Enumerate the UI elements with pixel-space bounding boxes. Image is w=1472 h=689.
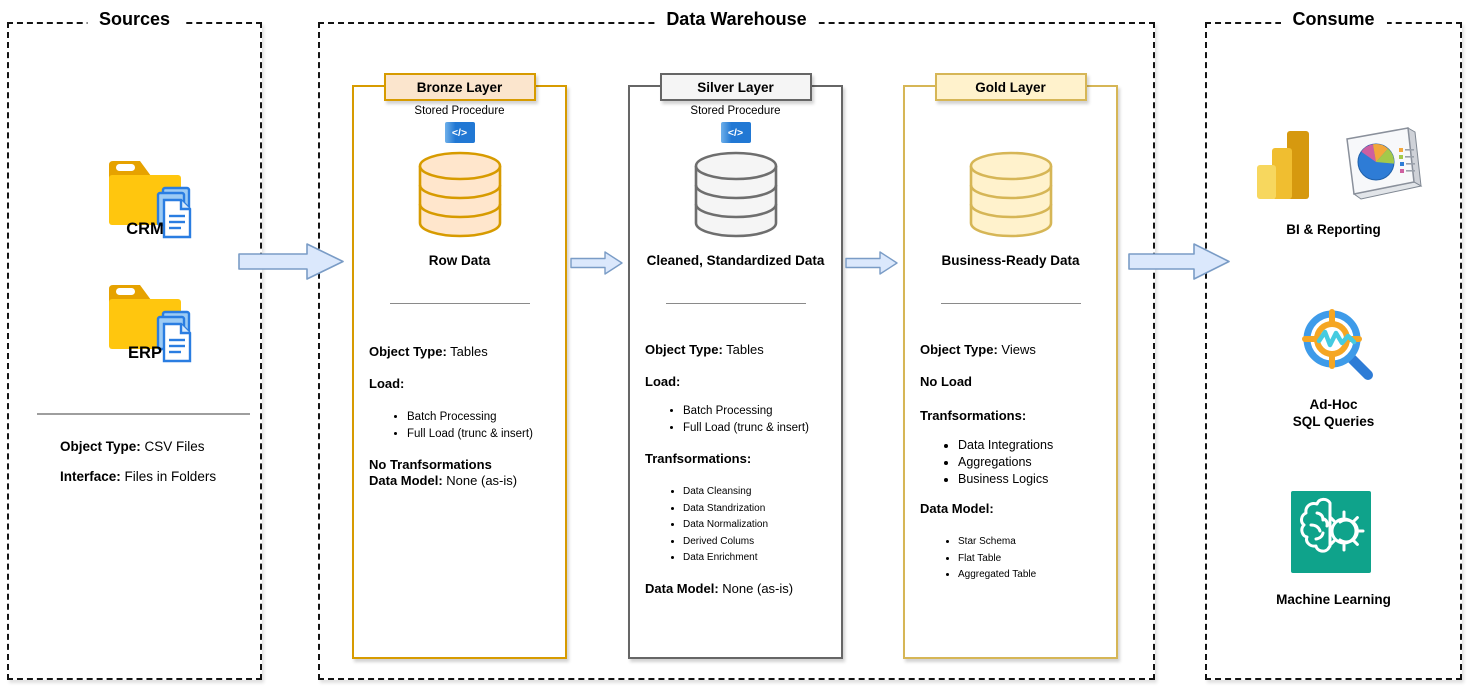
adhoc-label: Ad-Hoc SQL Queries [1207,396,1460,430]
data-model-label: Data Model: [369,473,443,488]
object-type-value: Tables [450,344,488,359]
object-type-label: Object Type: [645,342,723,357]
silver-transformations-label: Tranfsormations: [645,451,752,466]
object-type-label: Object Type: [920,342,998,357]
crm-label: CRM [126,220,164,238]
sources-container: Sources [7,9,262,680]
bronze-load-list: Batch Processing Full Load (trunc & inse… [369,409,557,443]
list-item: Data Standrization [683,501,833,518]
list-item: Flat Table [958,551,1108,568]
silver-load-label: Load: [645,374,681,389]
gold-transformations-list: Data Integrations Aggregations Business … [920,437,1108,488]
database-icon [969,151,1053,239]
machine-learning-label: Machine Learning [1276,592,1391,607]
gold-no-load-label: No Load [920,374,972,389]
search-analytics-icon [1298,307,1376,385]
stored-procedure-label: Stored Procedure [414,105,505,117]
sources-object-type-row: Object Type: CSV Files [60,439,205,454]
crm-source-node: CRM [103,150,203,246]
gold-data-label: Business-Ready Data [941,253,1080,268]
code-icon: </> [720,122,751,143]
object-type-label: Object Type: [60,439,141,454]
data-model-label: Data Model: [645,581,719,596]
erp-source-node: ERP [103,274,203,370]
power-bi-icon [1257,131,1311,201]
silver-data-label: Cleaned, Standardized Data [646,253,825,268]
silver-data-model-row: Data Model: None (as-is) [645,581,833,597]
interface-value: Files in Folders [124,469,217,484]
bronze-layer-header: Bronze Layer [383,73,536,101]
sources-title: Sources [86,9,183,30]
gold-data-model-list: Star Schema Flat Table Aggregated Table [920,534,1108,584]
data-model-value: None (as-is) [446,473,518,488]
consume-container: Consume [1205,9,1462,680]
sources-divider [37,413,250,415]
gold-object-type-row: Object Type: Views [920,342,1108,358]
object-type-value: CSV Files [144,439,205,454]
gold-transformations-label: Tranfsormations: [920,408,1027,423]
adhoc-label-line2: SQL Queries [1292,414,1375,429]
folder-documents-icon [103,274,203,370]
data-warehouse-title: Data Warehouse [654,9,819,30]
block-arrow-right-icon [845,250,899,276]
list-item: Data Cleansing [683,484,833,501]
object-type-value: Tables [726,342,764,357]
database-icon [418,151,502,239]
sources-interface-row: Interface: Files in Folders [60,469,216,484]
list-item: Derived Colums [683,534,833,551]
bronze-layer-box: Bronze Layer Stored Procedure </> Row Da… [352,73,567,659]
bi-reporting-label: BI & Reporting [1286,222,1381,237]
no-transformations-label: No Tranfsormations [369,457,492,472]
brain-gear-icon [1291,491,1371,573]
gold-layer-box: Gold Layer Business-Ready Data Object Ty… [903,73,1118,659]
list-item: Aggregated Table [958,567,1108,584]
gold-data-model-label: Data Model: [920,501,994,516]
block-arrow-right-icon [1128,241,1232,282]
list-item: Batch Processing [683,403,833,420]
list-item: Business Logics [958,471,1108,488]
silver-object-type-row: Object Type: Tables [645,342,833,358]
consume-title: Consume [1280,9,1387,30]
data-model-value: None (as-is) [722,581,794,596]
list-item: Batch Processing [407,409,557,426]
list-item: Aggregations [958,454,1108,471]
silver-layer-box: Silver Layer Stored Procedure </> Cleane… [628,73,843,659]
block-arrow-right-icon [570,250,624,276]
bronze-load-label: Load: [369,376,405,391]
stored-procedure-label: Stored Procedure [690,105,781,117]
block-arrow-right-icon [238,241,346,282]
list-item: Data Enrichment [683,550,833,567]
data-warehouse-container: Data Warehouse [318,9,1155,680]
silver-divider [665,303,806,304]
silver-load-list: Batch Processing Full Load (trunc & inse… [645,403,833,437]
database-icon [694,151,778,239]
interface-label: Interface: [60,469,121,484]
list-item: Data Normalization [683,517,833,534]
object-type-label: Object Type: [369,344,447,359]
bronze-data-model-row: Data Model: None (as-is) [369,473,557,489]
bronze-summary-rows: No Tranfsormations Data Model: None (as-… [369,457,557,489]
bronze-object-type-row: Object Type: Tables [369,344,557,360]
erp-label: ERP [128,344,162,362]
object-type-value: Views [1001,342,1036,357]
list-item: Data Integrations [958,437,1108,454]
bronze-divider [389,303,530,304]
list-item: Full Load (trunc & insert) [683,420,833,437]
gold-layer-header: Gold Layer [934,73,1087,101]
bronze-data-label: Row Data [428,253,491,268]
list-item: Star Schema [958,534,1108,551]
gold-divider [940,303,1081,304]
adhoc-label-line1: Ad-Hoc [1309,397,1358,412]
silver-transformations-list: Data Cleansing Data Standrization Data N… [645,484,833,567]
dashboard-pie-icon [1342,125,1426,205]
silver-layer-header: Silver Layer [659,73,812,101]
folder-documents-icon [103,150,203,246]
list-item: Full Load (trunc & insert) [407,426,557,443]
code-icon: </> [444,122,475,143]
